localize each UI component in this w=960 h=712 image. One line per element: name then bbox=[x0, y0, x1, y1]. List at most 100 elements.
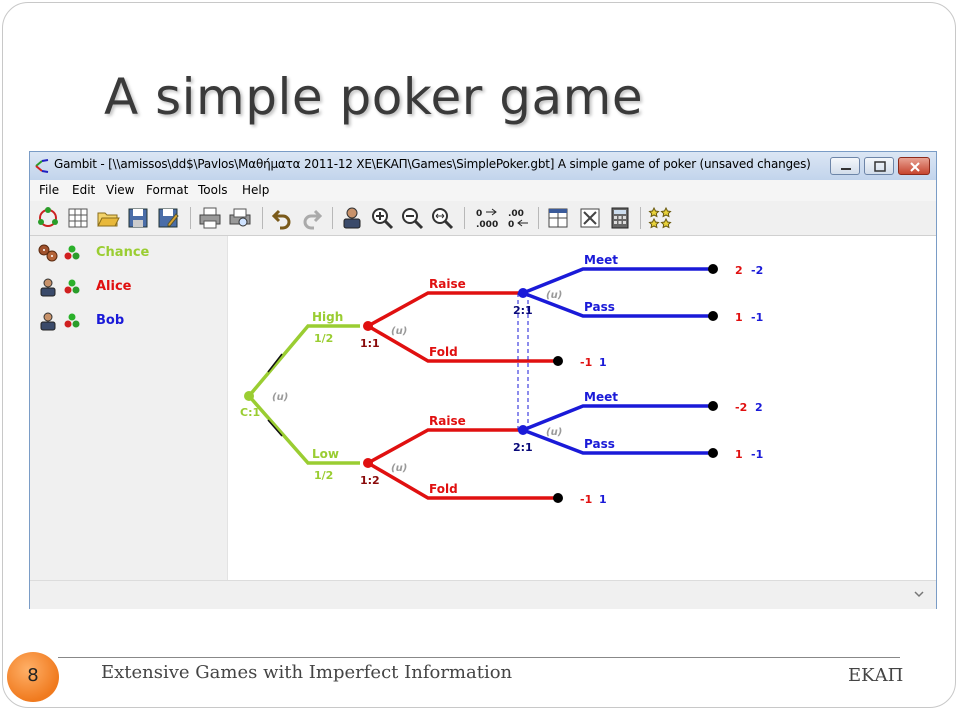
branch-fold-low[interactable] bbox=[367, 461, 558, 500]
payoff-bob: 2 bbox=[755, 401, 763, 414]
footer-text: Extensive Games with Imperfect Informati… bbox=[101, 662, 513, 683]
branch-high[interactable] bbox=[247, 324, 360, 398]
calculator-icon[interactable] bbox=[608, 206, 632, 230]
low-prob-label: 1/2 bbox=[314, 469, 333, 482]
payoff-bob: -1 bbox=[751, 448, 763, 461]
branch-pass-bottom[interactable] bbox=[522, 428, 713, 455]
payoff-alice: -2 bbox=[735, 401, 747, 414]
player-color-dots-icon bbox=[64, 245, 80, 260]
player-name-bob[interactable]: Bob bbox=[96, 313, 125, 328]
player-name-chance[interactable]: Chance bbox=[96, 245, 150, 260]
status-strip bbox=[30, 580, 936, 609]
dice-icon bbox=[38, 244, 58, 262]
zoom-fit-icon[interactable] bbox=[430, 206, 454, 230]
payoff-bob: -1 bbox=[751, 311, 763, 324]
dominance-icon[interactable] bbox=[578, 206, 602, 230]
bob-bottom-info-label: (u) bbox=[546, 427, 562, 438]
decimals-label-bottom: .000 bbox=[476, 220, 498, 230]
menu-edit[interactable]: Edit bbox=[72, 183, 96, 197]
alice-high-info-label: (u) bbox=[391, 326, 407, 337]
alice-low-node-label: 1:2 bbox=[360, 474, 380, 487]
save-as-icon[interactable] bbox=[156, 206, 180, 230]
fraction-icon[interactable]: .00 0 bbox=[506, 206, 532, 230]
window-titlebar[interactable]: Gambit - [\\amissos\dd$\Pavlos\Μαθήματα … bbox=[30, 152, 936, 180]
bob-top-info-label: (u) bbox=[546, 290, 562, 301]
close-button[interactable] bbox=[898, 157, 930, 175]
root-node-label: C:1 bbox=[240, 406, 260, 419]
terminal-node[interactable] bbox=[708, 401, 718, 411]
save-icon[interactable] bbox=[126, 206, 150, 230]
low-branch-label: Low bbox=[312, 447, 339, 461]
chance-branch-tick bbox=[267, 419, 283, 437]
fold-label-high: Fold bbox=[429, 345, 458, 359]
bob-node-bottom[interactable] bbox=[518, 425, 528, 435]
zoom-in-icon[interactable] bbox=[370, 206, 394, 230]
fold-label-low: Fold bbox=[429, 482, 458, 496]
chance-branch-tick bbox=[267, 353, 283, 373]
players-icon[interactable] bbox=[36, 206, 60, 230]
menu-format[interactable]: Format bbox=[146, 183, 189, 197]
menu-file[interactable]: File bbox=[39, 183, 60, 197]
pass-label-bottom: Pass bbox=[584, 437, 615, 451]
footer-right-label: ΕΚΑΠ bbox=[848, 665, 904, 686]
terminal-node[interactable] bbox=[708, 264, 718, 274]
terminal-node[interactable] bbox=[553, 356, 563, 366]
zoom-out-icon[interactable] bbox=[400, 206, 424, 230]
equilibria-icon[interactable] bbox=[648, 206, 672, 230]
alice-high-node-label: 1:1 bbox=[360, 337, 380, 350]
print-preview-icon[interactable] bbox=[228, 206, 252, 230]
toolbar-separator bbox=[464, 207, 465, 229]
branch-low[interactable] bbox=[247, 394, 360, 465]
branch-meet-top[interactable] bbox=[522, 267, 713, 295]
payoff-bob: -2 bbox=[751, 264, 763, 277]
menu-help[interactable]: Help bbox=[242, 183, 270, 197]
menu-tools[interactable]: Tools bbox=[198, 183, 228, 197]
fraction-label-top: .00 bbox=[508, 209, 524, 219]
game-tree-canvas[interactable]: C:1 (u) High 1/2 Low 1/2 1:1 (u) 1:2 (u)… bbox=[228, 236, 936, 580]
page-number: 8 bbox=[27, 665, 39, 686]
add-player-icon[interactable] bbox=[340, 206, 364, 230]
decimals-icon[interactable]: 0 .000 bbox=[474, 206, 500, 230]
payoff-bob: 1 bbox=[599, 356, 607, 369]
print-icon[interactable] bbox=[198, 206, 222, 230]
redo-icon[interactable] bbox=[300, 206, 324, 230]
payoff-alice: 1 bbox=[735, 311, 743, 324]
pass-label-top: Pass bbox=[584, 300, 615, 314]
terminal-node[interactable] bbox=[708, 448, 718, 458]
undo-icon[interactable] bbox=[270, 206, 294, 230]
meet-label-top: Meet bbox=[584, 253, 618, 267]
payoff-alice: -1 bbox=[580, 356, 592, 369]
branch-raise-high[interactable] bbox=[367, 291, 516, 328]
branch-meet-bottom[interactable] bbox=[522, 404, 713, 432]
terminal-node[interactable] bbox=[708, 311, 718, 321]
branch-pass-top[interactable] bbox=[522, 291, 713, 318]
player-name-alice[interactable]: Alice bbox=[96, 279, 132, 294]
toolbar-separator bbox=[640, 207, 641, 229]
players-panel: Chance Alice Bob bbox=[30, 236, 228, 580]
scroll-down-arrow-icon[interactable] bbox=[914, 589, 924, 599]
table-icon[interactable] bbox=[66, 206, 90, 230]
terminal-node[interactable] bbox=[553, 493, 563, 503]
open-icon[interactable] bbox=[96, 206, 120, 230]
alice-node-high[interactable] bbox=[363, 321, 373, 331]
bob-bottom-node-label: 2:1 bbox=[513, 441, 533, 454]
maximize-button[interactable] bbox=[864, 157, 894, 175]
alice-low-info-label: (u) bbox=[391, 463, 407, 474]
minimize-button[interactable] bbox=[830, 157, 860, 175]
person-icon bbox=[40, 312, 56, 331]
high-prob-label: 1/2 bbox=[314, 332, 333, 345]
bob-node-top[interactable] bbox=[518, 288, 528, 298]
payoff-alice: 1 bbox=[735, 448, 743, 461]
branch-fold-high[interactable] bbox=[367, 324, 558, 363]
menu-view[interactable]: View bbox=[106, 183, 135, 197]
window-title: Gambit - [\\amissos\dd$\Pavlos\Μαθήματα … bbox=[54, 157, 811, 171]
fraction-label-bottom: 0 bbox=[508, 220, 514, 230]
alice-node-low[interactable] bbox=[363, 458, 373, 468]
chance-node[interactable] bbox=[244, 391, 254, 401]
toolbar-separator bbox=[332, 207, 333, 229]
menubar: File Edit View Format Tools Help bbox=[30, 180, 936, 202]
player-color-dots-icon bbox=[64, 279, 80, 294]
branch-raise-low[interactable] bbox=[367, 428, 516, 465]
strategic-form-icon[interactable] bbox=[546, 206, 570, 230]
footer-divider bbox=[58, 657, 900, 658]
